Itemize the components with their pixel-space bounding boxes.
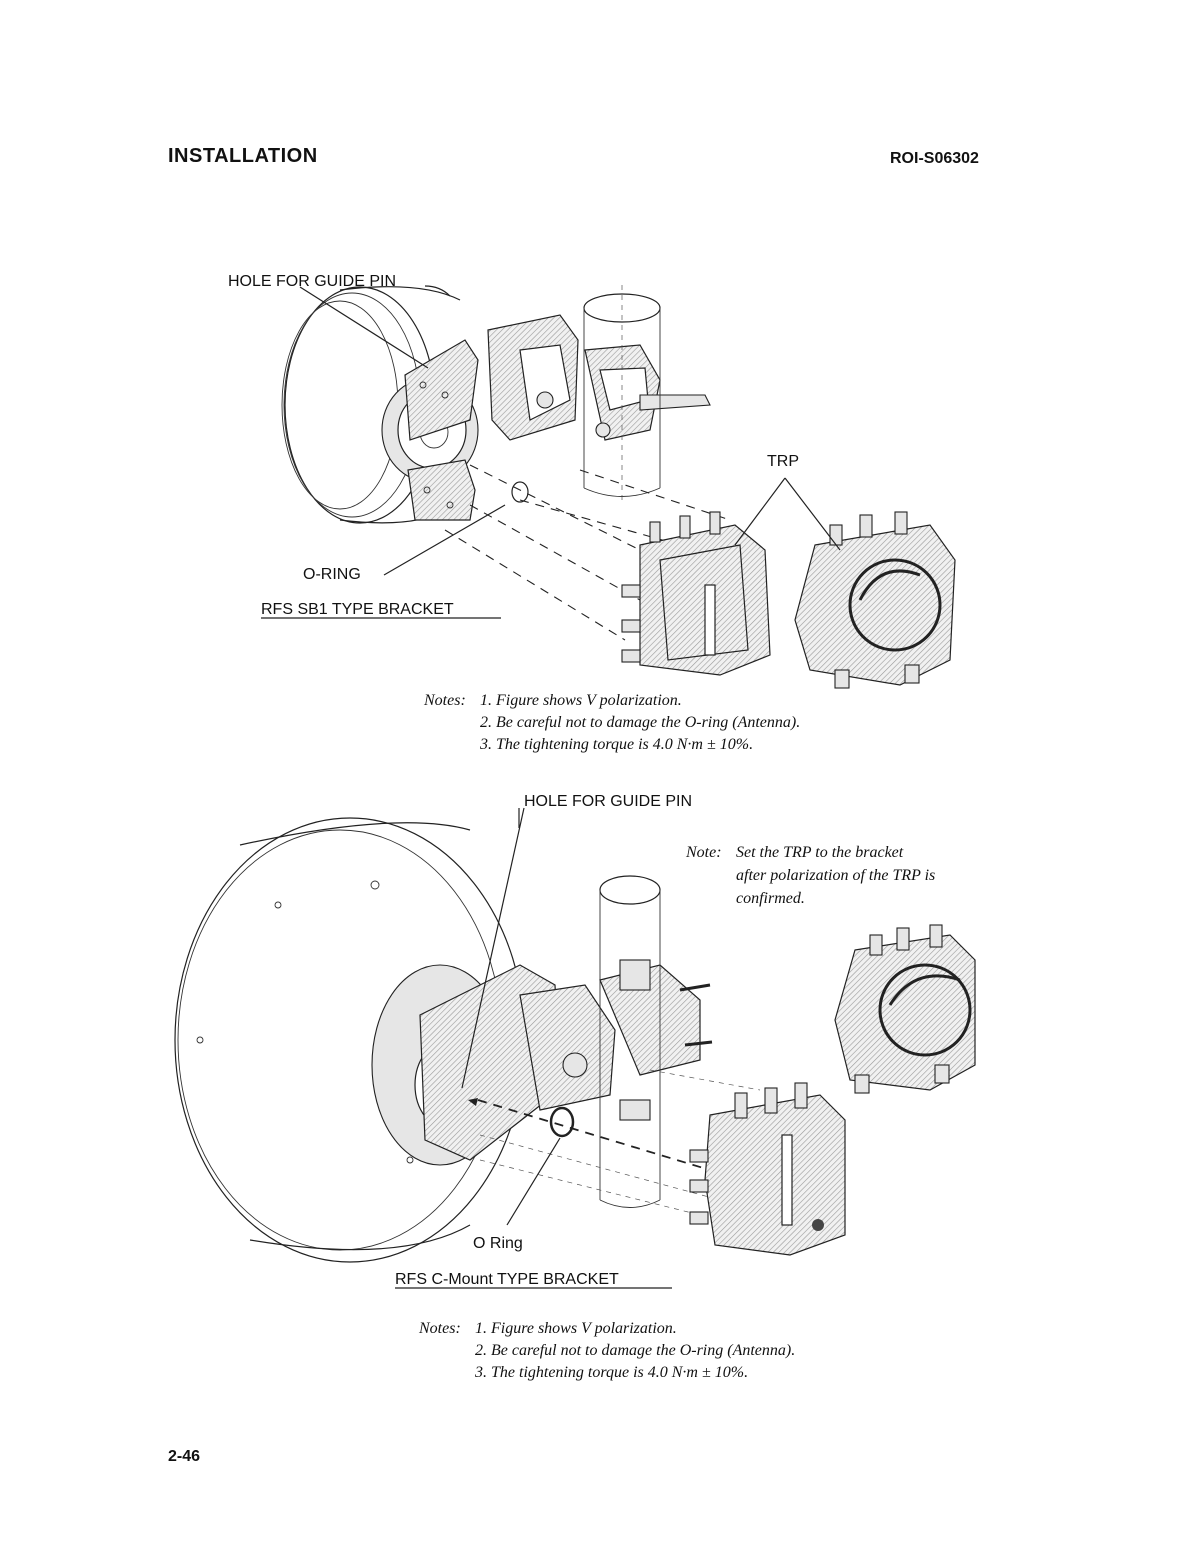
- note-3: 3. The tightening torque is 4.0 N·m ± 10…: [474, 1364, 748, 1381]
- side-note-line-2: after polarization of the TRP is: [736, 867, 935, 884]
- hole-guide-pin-label: HOLE FOR GUIDE PIN: [524, 793, 692, 810]
- trp-rear-illustration: [834, 924, 976, 1094]
- note-1: 1. Figure shows V polarization.: [475, 1320, 677, 1337]
- mounting-pole-illustration: [599, 875, 661, 1208]
- trp-unit-illustration: [621, 511, 771, 676]
- figure-caption: RFS SB1 TYPE BRACKET: [261, 601, 454, 618]
- alignment-guides: [468, 1069, 761, 1221]
- o-ring-part: [511, 481, 529, 503]
- side-note-line-3: confirmed.: [736, 890, 805, 907]
- hole-guide-pin-label: HOLE FOR GUIDE PIN: [228, 273, 396, 290]
- callout-leaders: [461, 807, 561, 1226]
- c-mount-bracket-illustration: [419, 959, 713, 1161]
- notes-prefix: Notes:: [423, 692, 466, 709]
- o-ring-label: O-RING: [303, 566, 361, 583]
- section-title: INSTALLATION: [168, 145, 318, 167]
- figure-caption: RFS C-Mount TYPE BRACKET: [395, 1271, 619, 1288]
- side-note-line-1: Set the TRP to the bracket: [736, 844, 904, 861]
- alignment-guides: [444, 464, 731, 641]
- trp-label: TRP: [767, 453, 799, 470]
- o-ring-label: O Ring: [473, 1235, 523, 1252]
- page-number: 2-46: [168, 1448, 201, 1465]
- document-number: ROI-S06302: [890, 150, 979, 167]
- notes-prefix: Notes:: [418, 1320, 461, 1337]
- note-1: 1. Figure shows V polarization.: [480, 692, 682, 709]
- note-2: 2. Be careful not to damage the O-ring (…: [475, 1342, 795, 1359]
- sb1-bracket-illustration: [404, 314, 711, 521]
- callout-leaders: [299, 285, 841, 576]
- note-3: 3. The tightening torque is 4.0 N·m ± 10…: [479, 736, 753, 753]
- figure-c-mount-bracket: HOLE FOR GUIDE PIN Note: Set the TRP to …: [174, 793, 976, 1381]
- trp-rear-illustration: [794, 511, 956, 689]
- trp-unit-illustration: [689, 1082, 846, 1256]
- figure-sb1-bracket: HOLE FOR GUIDE PIN TRP O-RING RFS SB1 TY…: [228, 273, 956, 753]
- o-ring-part: [549, 1106, 575, 1138]
- mounting-pole-illustration: [583, 285, 661, 500]
- side-note-prefix: Note:: [685, 844, 722, 861]
- note-2: 2. Be careful not to damage the O-ring (…: [480, 714, 800, 731]
